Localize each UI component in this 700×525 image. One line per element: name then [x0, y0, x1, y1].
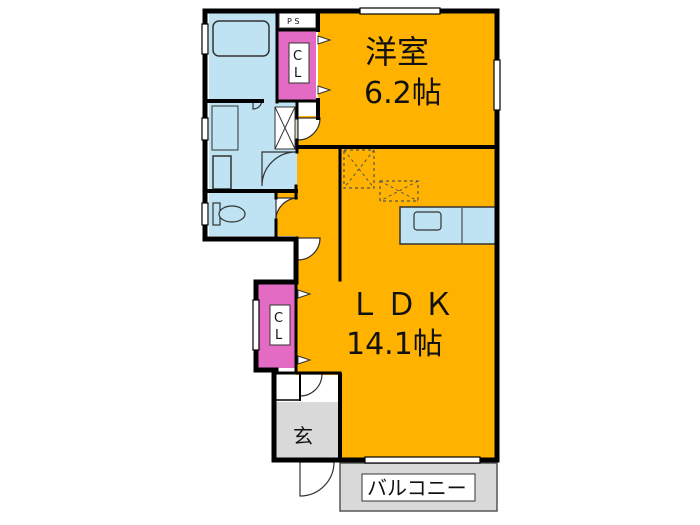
toilet-bowl	[218, 205, 246, 223]
ceiling-hatch	[343, 149, 375, 189]
entrance-label: 玄	[293, 424, 313, 448]
closet-mid-label-c: C	[274, 311, 283, 326]
hallway	[296, 147, 342, 375]
ldk-room-size: 14.1帖	[346, 327, 443, 362]
closet-mid-label-l: L	[275, 328, 283, 343]
closet-top-label-c: C	[293, 49, 302, 64]
washbasin	[212, 155, 232, 190]
western-room-size: 6.2帖	[364, 76, 442, 111]
closet-top-label-box	[288, 42, 310, 84]
windows	[201, 7, 501, 464]
bath-tub	[212, 20, 270, 57]
washing-machine-space	[211, 105, 239, 151]
closet-door-marks	[297, 35, 332, 365]
western-room	[318, 13, 497, 147]
closet-top-label-l: L	[294, 66, 302, 81]
pipe-space-label: P S	[287, 17, 299, 26]
balcony-label: バルコニー	[367, 476, 467, 500]
range-hood	[379, 180, 419, 202]
entrance	[276, 402, 340, 458]
closet-mid-label-box	[269, 304, 291, 346]
western-room-name: 洋室	[365, 33, 429, 71]
balcony-label-box	[361, 473, 476, 502]
kitchen-sink	[413, 211, 442, 231]
ldk-room-name: ＬＤＫ	[349, 287, 460, 323]
